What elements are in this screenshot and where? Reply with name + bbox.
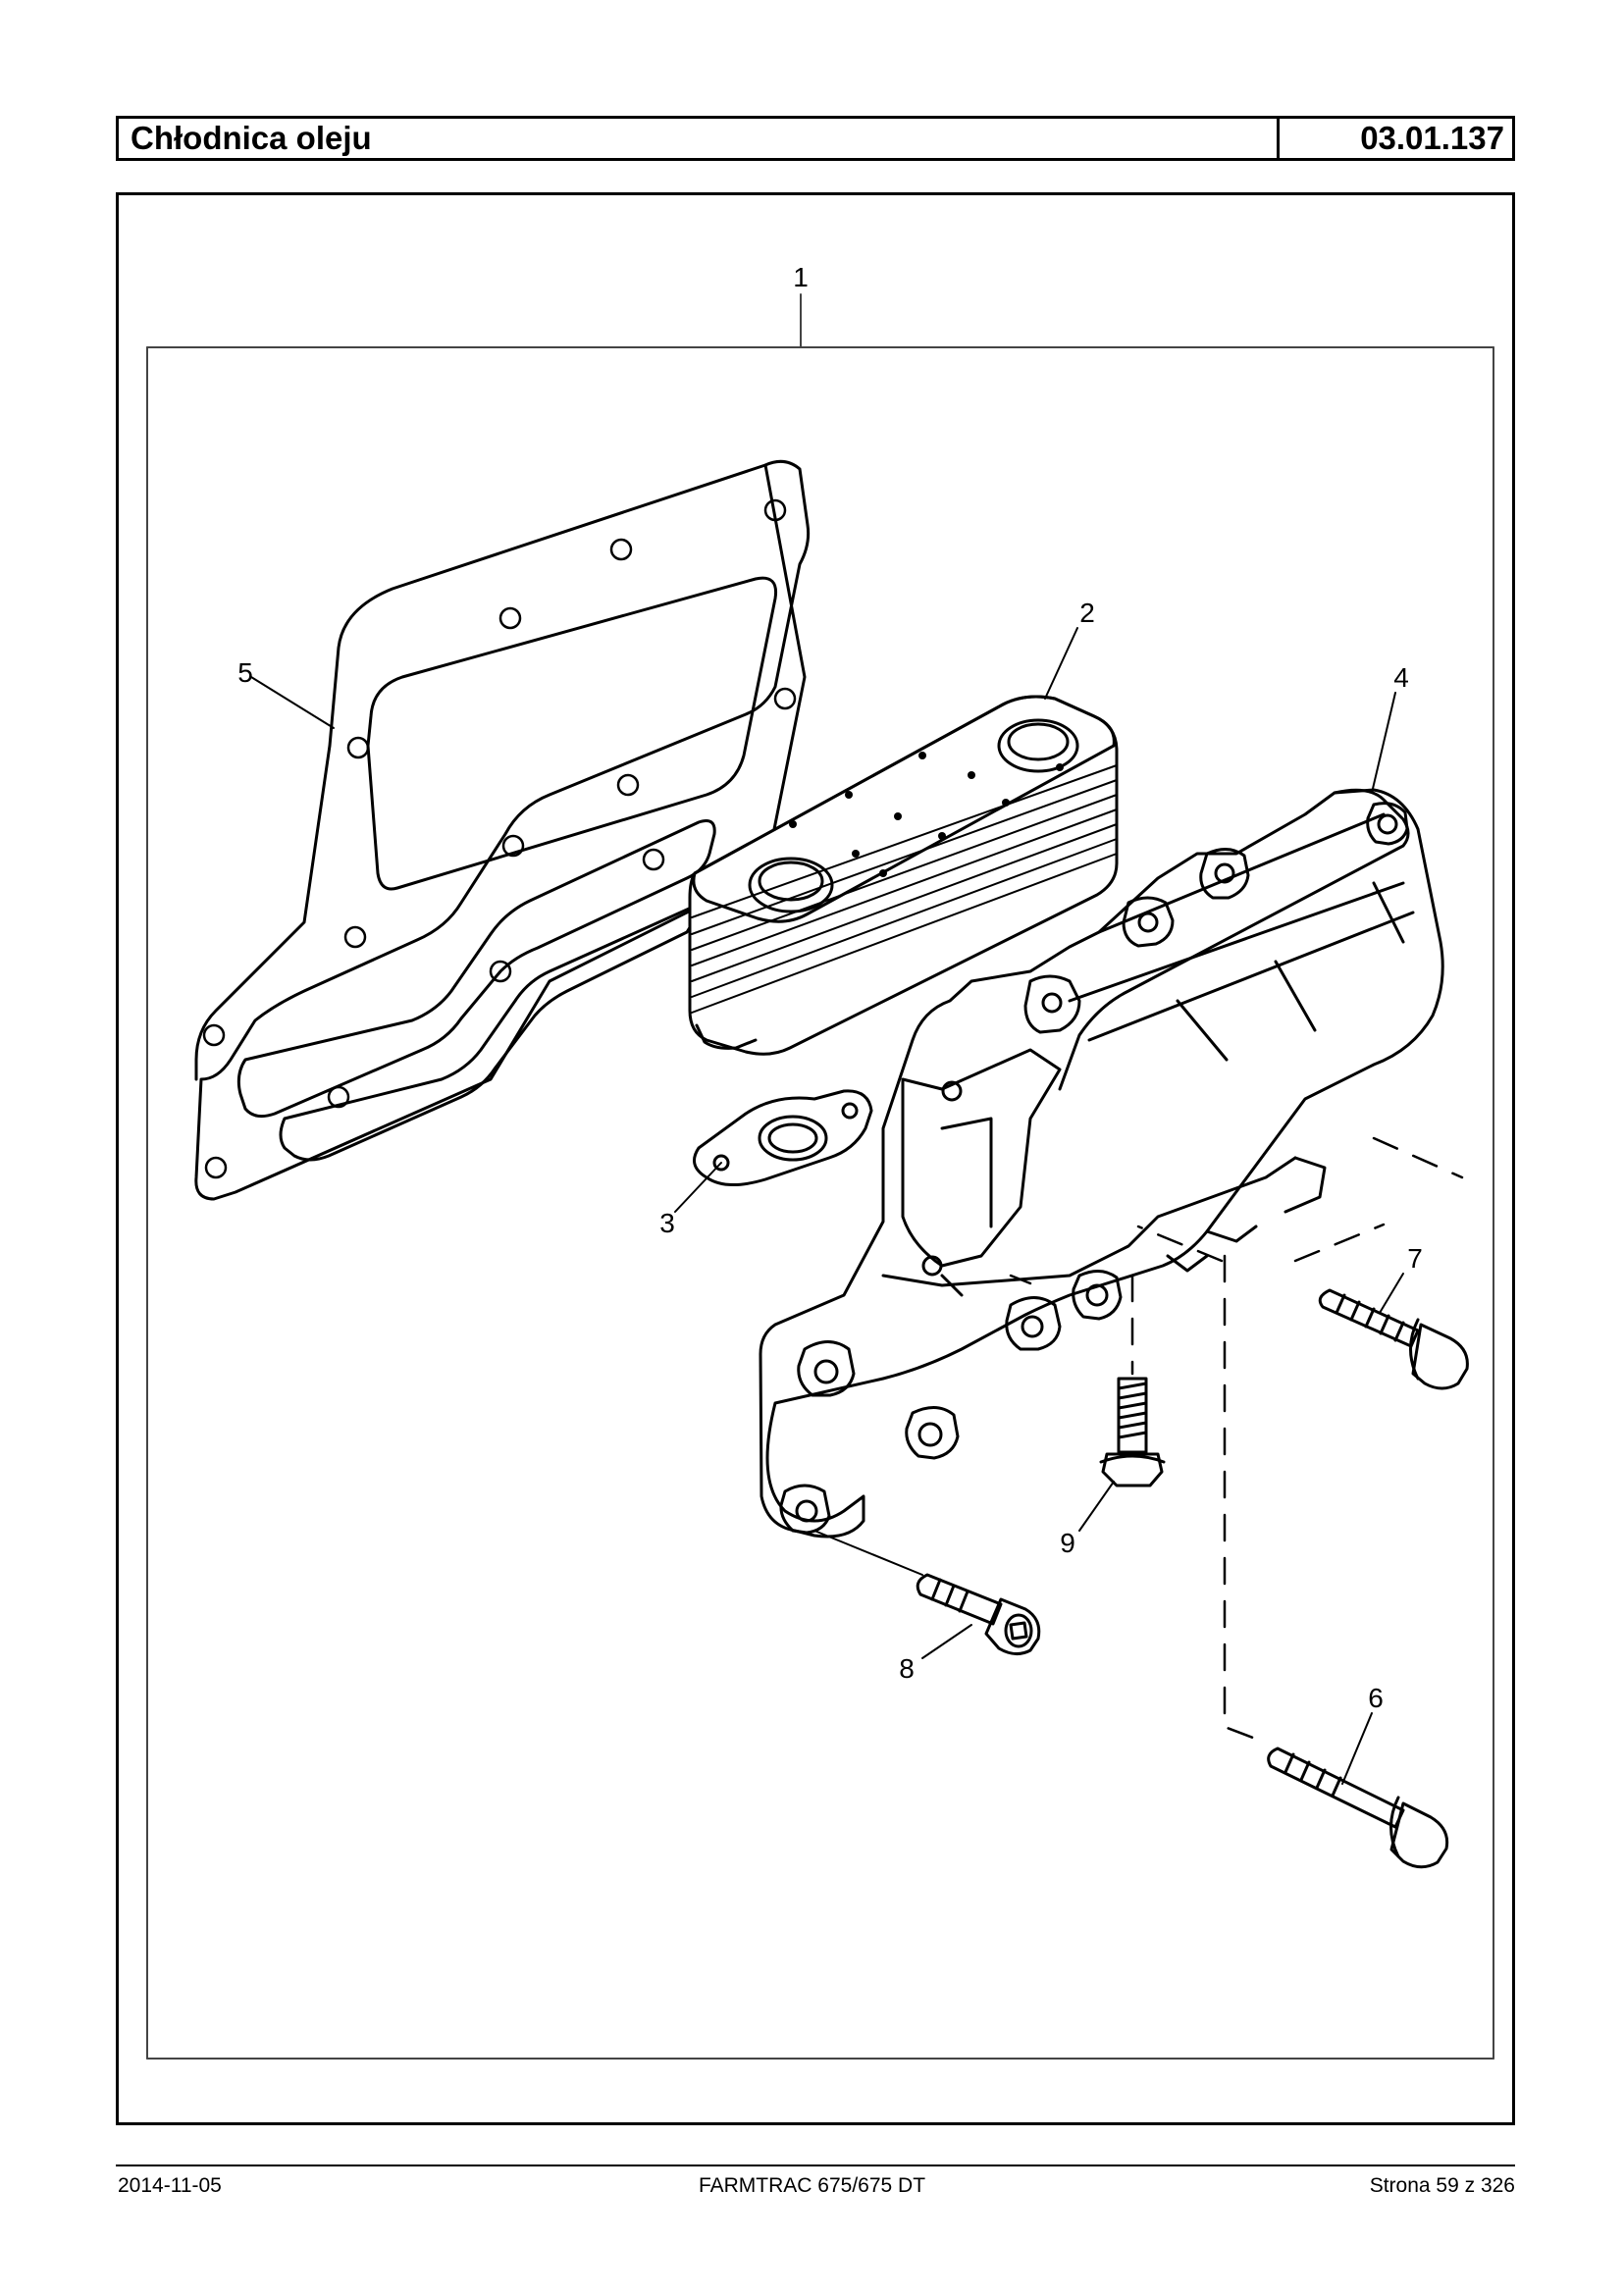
footer-page-number: Strona 59 z 326 <box>1369 2174 1515 2197</box>
small-gasket-part-3 <box>693 1089 873 1187</box>
footer-date: 2014-11-05 <box>118 2174 222 2197</box>
alignment-lines <box>1009 1136 1464 1745</box>
section-code: 03.01.137 <box>1360 120 1504 156</box>
bolt-part-9 <box>1099 1377 1166 1487</box>
cooler-housing-part-4 <box>759 788 1444 1539</box>
callout-4: 4 <box>1393 662 1409 693</box>
page-title: Chłodnica oleju <box>119 119 1280 158</box>
page-header: Chłodnica oleju 03.01.137 <box>116 116 1515 161</box>
footer-divider <box>116 2165 1515 2166</box>
diagram-frame <box>116 192 1515 2125</box>
bolt-part-8 <box>916 1573 1041 1655</box>
bolt-part-6 <box>1267 1747 1449 1869</box>
oil-cooler-part-2 <box>688 695 1119 1056</box>
gasket-part-5 <box>194 459 811 1201</box>
callout-7: 7 <box>1407 1243 1423 1274</box>
leader-lines <box>250 627 1404 1785</box>
bolt-part-7 <box>1318 1288 1469 1390</box>
assembly-bracket <box>146 293 1494 2060</box>
callout-6: 6 <box>1368 1683 1384 1713</box>
callout-8: 8 <box>899 1653 915 1684</box>
callout-5: 5 <box>237 657 253 688</box>
callout-9: 9 <box>1060 1528 1075 1558</box>
callout-2: 2 <box>1079 598 1095 628</box>
footer-model: FARMTRAC 675/675 DT <box>698 2174 926 2197</box>
callout-3: 3 <box>659 1208 675 1238</box>
callout-1: 1 <box>793 262 809 292</box>
